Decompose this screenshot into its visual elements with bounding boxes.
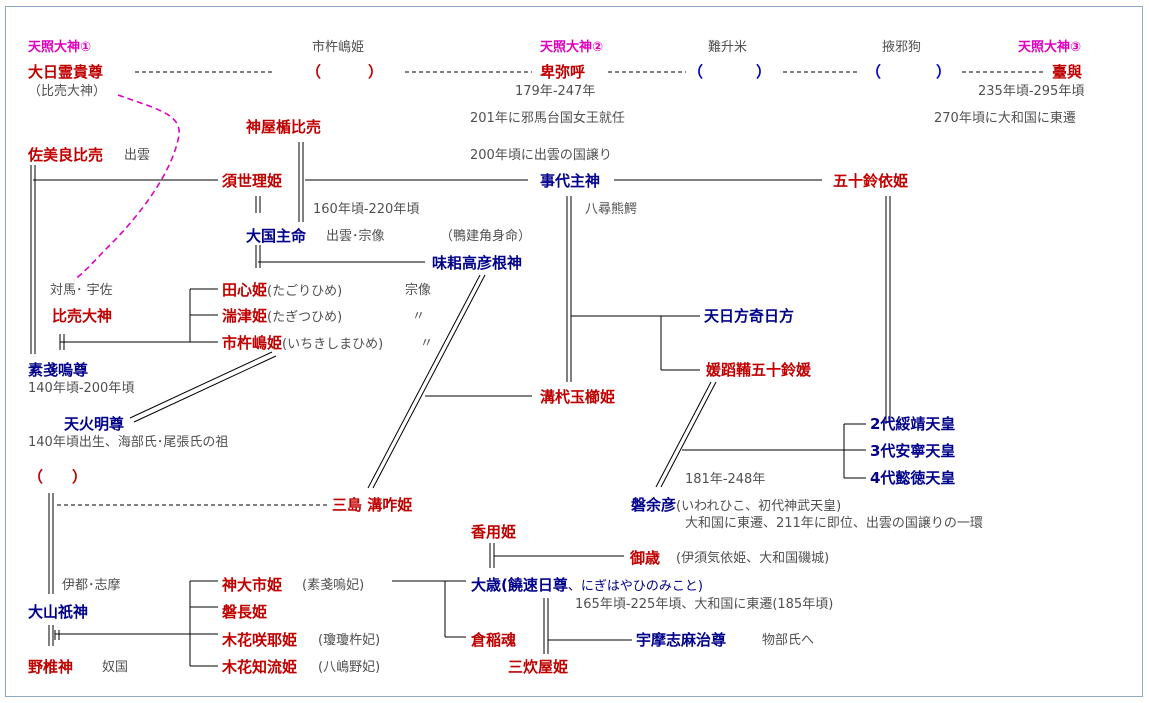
- tagitsuhime-kana: (たぎつひめ): [267, 310, 343, 325]
- izumo-note: 200年頃に出雲の国譲り: [470, 148, 612, 163]
- nozuchi-loc: 奴国: [102, 660, 129, 675]
- konohanachiru-node: 木花知流姫: [222, 658, 298, 676]
- samirahime-node: 佐美良比売: [28, 146, 104, 164]
- unknown-blue-paren-1-close: ）: [756, 63, 772, 81]
- unknown-blue-paren-2-close: ）: [936, 63, 952, 81]
- tagorihime-kana: (たごりひめ): [267, 284, 343, 299]
- nozuchi-node: 野椎神: [28, 658, 74, 676]
- tagorihime-name: 田心姫: [222, 281, 268, 299]
- nashime-label: 難升米: [708, 40, 748, 55]
- iwanagahime-node: 磐長姫: [222, 603, 268, 621]
- tsushima-label: 対馬･ 宇佐: [50, 283, 113, 298]
- tamakushihime-node: 溝杙玉櫛姫: [540, 388, 616, 406]
- mitoshi-note: (伊須気依姫、大和国磯城): [676, 551, 830, 566]
- suizei-node: 2代綏靖天皇: [870, 415, 956, 433]
- uganomitama-node: 倉稲魂: [471, 631, 517, 649]
- mitoshi-node: 御歳: [630, 549, 661, 567]
- kotoshironushi-node: 事代主神: [540, 172, 601, 190]
- ichikishimahime-kana: (いちきしまひめ): [282, 337, 384, 352]
- unknown-mid-paren-close: ）: [72, 468, 88, 486]
- toyo-note: 270年頃に大和国に東遷: [934, 111, 1076, 126]
- isuzuyorihime-node: 五十鈴依姫: [833, 172, 909, 190]
- kamuoichihime-node: 神大市姫: [222, 576, 283, 594]
- himiko-years: 179年-247年: [515, 84, 596, 99]
- annei-node: 3代安寧天皇: [870, 442, 956, 460]
- mikashiyahime-node: 三炊屋姫: [508, 658, 569, 676]
- unknown-mid-paren-open: （: [28, 468, 44, 486]
- unknown-red-paren-open: （: [306, 63, 322, 81]
- amaterasu-1-label: 天照大神①: [28, 40, 92, 55]
- suserihime-node: 須世理姫: [222, 172, 283, 190]
- iwarebiko-name: 磐余彦: [631, 496, 677, 514]
- amaterasu-2-label: 天照大神②: [540, 40, 604, 55]
- konohanachiru-note: (八嶋野妃): [318, 660, 381, 675]
- toyo-node: 臺與: [1052, 63, 1083, 81]
- ohirume-node: 大日霊貴尊: [28, 63, 104, 81]
- ichikishima-top-label: 市杵嶋姫: [312, 40, 365, 55]
- ito-label: 伊都･志摩: [62, 578, 121, 593]
- mishima-node: 三島 溝咋姫: [332, 496, 413, 514]
- kamotaketsunumi-label: （鴨建角身命）: [440, 229, 532, 244]
- otoshi-kana: 、にぎはやひのみこと): [567, 579, 703, 594]
- diagram-frame: [5, 6, 1143, 697]
- hiyaku-label: 掖邪狗: [882, 40, 922, 55]
- jimmu-years: 181年-248年: [685, 472, 766, 487]
- umashimaji-node: 宇摩志麻治尊: [636, 631, 727, 649]
- ichikishimahime-name: 市杵嶋姫: [222, 334, 283, 352]
- unknown-red-paren-close: ）: [368, 63, 384, 81]
- suserihime-years: 160年頃-220年頃: [313, 202, 420, 217]
- unknown-blue-paren-1-open: （: [688, 63, 704, 81]
- kamuoichihime-note: (素戔嗚妃): [302, 578, 365, 593]
- amanohikatakata-node: 天日方奇日方: [704, 307, 795, 325]
- amanohoakari-node: 天火明尊: [64, 415, 125, 433]
- otoshi-years: 165年頃-225年頃、大和国に東遷(185年頃): [575, 597, 834, 612]
- tagitsuhime-node: 湍津姫(たぎつひめ): [222, 307, 342, 327]
- kamuyatatehime-node: 神屋楯比売: [246, 118, 322, 136]
- oyamatsumi-node: 大山祇神: [28, 603, 89, 621]
- himetataraisuzu-node: 媛蹈鞴五十鈴媛: [706, 361, 812, 379]
- konohanasakuya-note: (瓊瓊杵妃): [318, 633, 381, 648]
- susanoo-years: 140年頃-200年頃: [28, 381, 135, 396]
- iwarebiko-note: (いわれひこ、初代神武天皇): [676, 499, 842, 514]
- umashimaji-note: 物部氏へ: [762, 633, 815, 648]
- konohanasakuya-node: 木花咲耶姫: [222, 631, 298, 649]
- yahiro-label: 八尋熊鰐: [585, 202, 638, 217]
- himiko-note: 201年に邪馬台国女王就任: [470, 111, 625, 126]
- iwarebiko-node: 磐余彦(いわれひこ、初代神武天皇): [631, 496, 841, 516]
- tagorihime-node: 田心姫(たごりひめ): [222, 281, 342, 301]
- amaterasu-3-label: 天照大神③: [1018, 40, 1082, 55]
- itoku-node: 4代懿徳天皇: [870, 469, 956, 487]
- himeokami-node: 比売大神: [52, 307, 113, 325]
- ditto-2: 〃: [420, 336, 434, 351]
- tagorihime-loc: 宗像: [405, 283, 432, 298]
- susanoo-node: 素戔嗚尊: [28, 361, 89, 379]
- kagoyohime-node: 香用姫: [471, 523, 517, 541]
- ditto-1: 〃: [412, 309, 426, 324]
- samirahime-loc: 出雲: [124, 148, 151, 163]
- unknown-blue-paren-2-open: （: [866, 63, 882, 81]
- otoshi-node: 大歳(饒速日尊、にぎはやひのみこと): [471, 576, 703, 596]
- tagitsuhime-name: 湍津姫: [222, 307, 268, 325]
- ohirume-note: （比売大神）: [28, 84, 107, 99]
- ajisuki-node: 味耜高彦根神: [432, 254, 523, 272]
- toyo-years: 235年頃-295年頃: [978, 84, 1085, 99]
- ichikishimahime-node: 市杵嶋姫(いちきしまひめ): [222, 334, 383, 354]
- okuninushi-loc: 出雲･宗像: [326, 229, 385, 244]
- otoshi-name: 大歳(饒速日尊: [471, 576, 568, 594]
- okuninushi-node: 大国主命: [246, 227, 307, 245]
- himiko-node: 卑弥呼: [540, 63, 586, 81]
- iwarebiko-note2: 大和国に東遷、211年に即位、出雲の国譲りの一環: [685, 516, 983, 531]
- amanohoakari-note: 140年頃出生、海部氏･尾張氏の祖: [28, 435, 229, 450]
